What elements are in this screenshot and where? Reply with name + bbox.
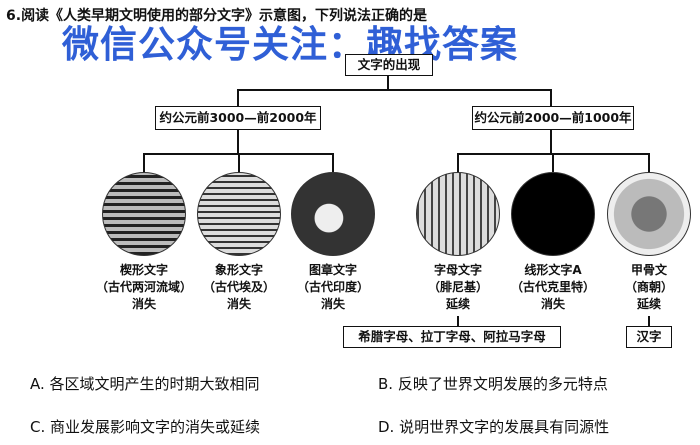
connector (238, 153, 240, 172)
script-label-hieroglyph: 象形文字 （古代埃及） 消失 (189, 262, 289, 313)
script-region: （古代埃及） (202, 280, 275, 294)
descendant-box-alphabets: 希腊字母、拉丁字母、阿拉马字母 (343, 326, 561, 348)
option-label: C. (30, 418, 46, 436)
script-fate: 延续 (636, 297, 661, 311)
question-text: 6.阅读《人类早期文明使用的部分文字》示意图，下列说法正确的是 (6, 5, 427, 25)
connector (237, 89, 551, 91)
script-label-alphabet: 字母文字 （腓尼基） 延续 (408, 262, 508, 313)
question-number: 6. (6, 8, 22, 24)
root-box: 文字的出现 (345, 54, 433, 76)
option-label: A. (30, 375, 45, 393)
script-label-linear-a: 线形文字A （古代克里特） 消失 (503, 262, 603, 313)
script-region: （古代印度） (296, 280, 369, 294)
option-text: 各区域文明产生的时期大致相同 (49, 375, 260, 393)
script-fate: 消失 (540, 297, 565, 311)
script-name: 线形文字A (524, 263, 582, 277)
connector (552, 153, 554, 172)
connector (457, 316, 459, 326)
oracle-bone-image (607, 172, 691, 256)
option-text: 商业发展影响文字的消失或延续 (50, 418, 261, 436)
descendant-box-hanzi: 汉字 (626, 326, 672, 348)
connector (332, 153, 334, 172)
seal-script-image (291, 172, 375, 256)
option-c[interactable]: C. 商业发展影响文字的消失或延续 (30, 416, 260, 437)
option-label: B. (378, 375, 394, 393)
connector (237, 89, 239, 106)
script-region: （商朝） (624, 280, 673, 294)
script-region: （古代克里特） (510, 280, 595, 294)
script-region: （腓尼基） (427, 280, 488, 294)
hieroglyph-image (197, 172, 281, 256)
script-label-oracle-bone: 甲骨文 （商朝） 延续 (599, 262, 699, 313)
script-name: 字母文字 (433, 263, 482, 277)
cuneiform-image (102, 172, 186, 256)
connector (387, 74, 389, 90)
connector (237, 130, 239, 154)
linear-a-image (511, 172, 595, 256)
script-name: 图章文字 (308, 263, 357, 277)
period-box-2: 约公元前2000—前1000年 (472, 106, 634, 130)
period-box-1: 约公元前3000—前2000年 (155, 106, 321, 130)
script-label-seal: 图章文字 （古代印度） 消失 (283, 262, 383, 313)
option-a[interactable]: A. 各区域文明产生的时期大致相同 (30, 373, 260, 394)
option-text: 反映了世界文明发展的多元特点 (397, 375, 608, 393)
question-stem: 阅读《人类早期文明使用的部分文字》示意图，下列说法正确的是 (21, 8, 428, 24)
alphabet-image (416, 172, 500, 256)
watermark: 微信公众号关注：趣找答案 (62, 23, 518, 66)
option-text: 说明世界文字的发展具有同源性 (399, 418, 610, 436)
connector (648, 316, 650, 326)
connector (550, 89, 552, 106)
script-fate: 延续 (445, 297, 470, 311)
script-name: 象形文字 (214, 263, 263, 277)
script-fate: 消失 (131, 297, 156, 311)
script-fate: 消失 (320, 297, 345, 311)
script-fate: 消失 (226, 297, 251, 311)
script-name: 楔形文字 (119, 263, 168, 277)
option-label: D. (378, 418, 395, 436)
connector (648, 153, 650, 172)
connector (550, 130, 552, 154)
option-b[interactable]: B. 反映了世界文明发展的多元特点 (378, 373, 608, 394)
script-name: 甲骨文 (630, 263, 667, 277)
connector (457, 153, 459, 172)
script-label-cuneiform: 楔形文字 （古代两河流域） 消失 (94, 262, 194, 313)
script-region: （古代两河流域） (95, 280, 192, 294)
option-d[interactable]: D. 说明世界文字的发展具有同源性 (378, 416, 609, 437)
connector (143, 153, 145, 172)
